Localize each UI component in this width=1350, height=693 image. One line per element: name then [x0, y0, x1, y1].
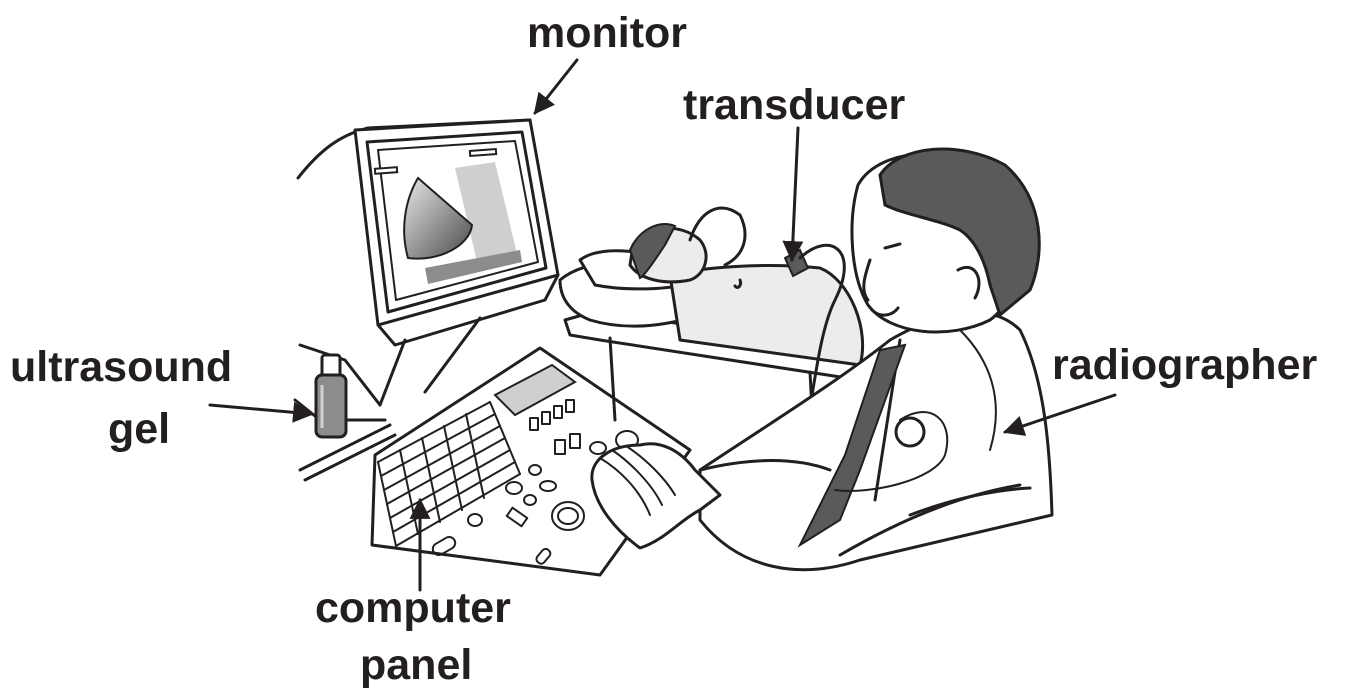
- computer-panel-label-line1: computer: [315, 583, 511, 633]
- patient-drawing: [560, 208, 863, 420]
- gel-bottle-drawing: [316, 355, 346, 437]
- gel-pointer: [210, 405, 312, 414]
- ultrasound-gel-label-line1: ultrasound: [10, 342, 232, 392]
- computer-panel-label-line2: panel: [360, 640, 472, 690]
- ultrasound-gel-label-line2: gel: [108, 404, 170, 454]
- transducer-label: transducer: [683, 80, 905, 130]
- monitor-label: monitor: [527, 8, 687, 58]
- monitor-pointer: [535, 60, 577, 113]
- transducer-pointer: [792, 128, 798, 260]
- radiographer-label: radiographer: [1052, 340, 1317, 390]
